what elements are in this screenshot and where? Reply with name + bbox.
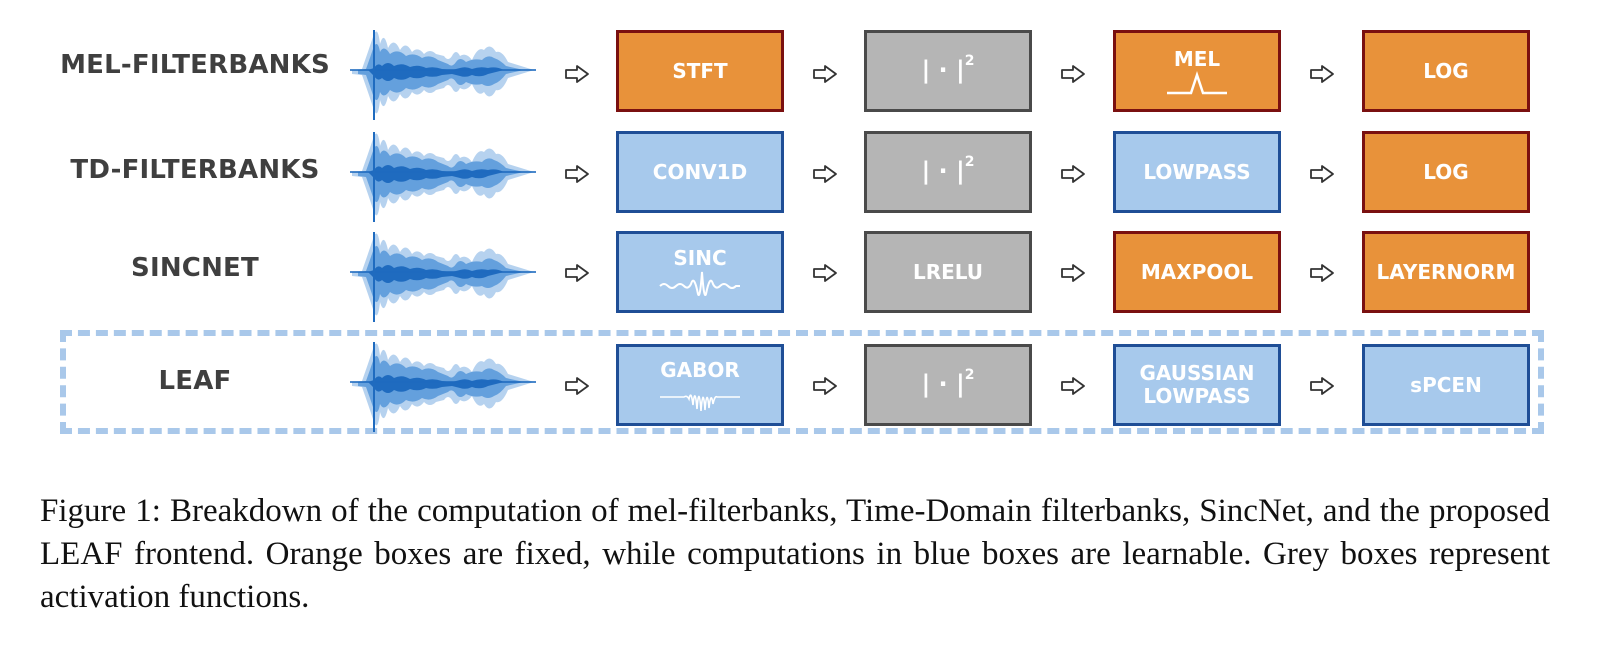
arrow-icon <box>564 64 590 84</box>
box-maxpool: MAXPOOL <box>1113 231 1281 313</box>
box-sinc: SINC <box>616 231 784 313</box>
box-lrelu: LRELU <box>864 231 1032 313</box>
box-layernorm: LAYERNORM <box>1362 231 1530 313</box>
box-mel: MEL <box>1113 30 1281 112</box>
arrow-icon <box>1309 376 1335 396</box>
box-gaussian-lowpass: GAUSSIAN LOWPASS <box>1113 344 1281 426</box>
arrow-icon <box>1060 376 1086 396</box>
waveform-icon <box>348 124 538 224</box>
box-squared-magnitude: | · |2 <box>864 344 1032 426</box>
sinc-wave-icon <box>659 271 740 296</box>
arrow-icon <box>564 164 590 184</box>
arrow-icon <box>564 376 590 396</box>
waveform-icon <box>348 224 538 324</box>
arrow-icon <box>1060 64 1086 84</box>
arrow-icon <box>564 263 590 283</box>
arrow-icon <box>1060 164 1086 184</box>
box-squared-magnitude: | · |2 <box>864 131 1032 213</box>
row-label-mel-filterbanks: MEL-FILTERBANKS <box>60 50 330 80</box>
arrow-icon <box>1309 263 1335 283</box>
box-conv1d: CONV1D <box>616 131 784 213</box>
box-stft: STFT <box>616 30 784 112</box>
arrow-icon <box>812 64 838 84</box>
box-log: LOG <box>1362 131 1530 213</box>
box-squared-magnitude: | · |2 <box>864 30 1032 112</box>
row-label-td-filterbanks: TD-FILTERBANKS <box>70 155 320 185</box>
box-spcen: sPCEN <box>1362 344 1530 426</box>
arrow-icon <box>812 376 838 396</box>
box-lowpass: LOWPASS <box>1113 131 1281 213</box>
waveform-icon <box>348 334 538 434</box>
mel-filter-icon <box>1167 70 1227 94</box>
gabor-wave-icon <box>660 393 740 411</box>
box-gabor: GABOR <box>616 344 784 426</box>
figure-caption: Figure 1: Breakdown of the computation o… <box>40 493 1550 615</box>
arrow-icon <box>812 164 838 184</box>
row-label-sincnet: SINCNET <box>131 253 259 283</box>
leaf-highlight-frame <box>60 330 1544 434</box>
waveform-icon <box>348 22 538 122</box>
box-log: LOG <box>1362 30 1530 112</box>
arrow-icon <box>1309 64 1335 84</box>
row-label-leaf: LEAF <box>158 366 232 396</box>
arrow-icon <box>1309 164 1335 184</box>
frontend-comparison-diagram: MEL-FILTERBANKS STFT | · |2 MEL LOG TD-F… <box>60 22 1544 434</box>
arrow-icon <box>1060 263 1086 283</box>
arrow-icon <box>812 263 838 283</box>
